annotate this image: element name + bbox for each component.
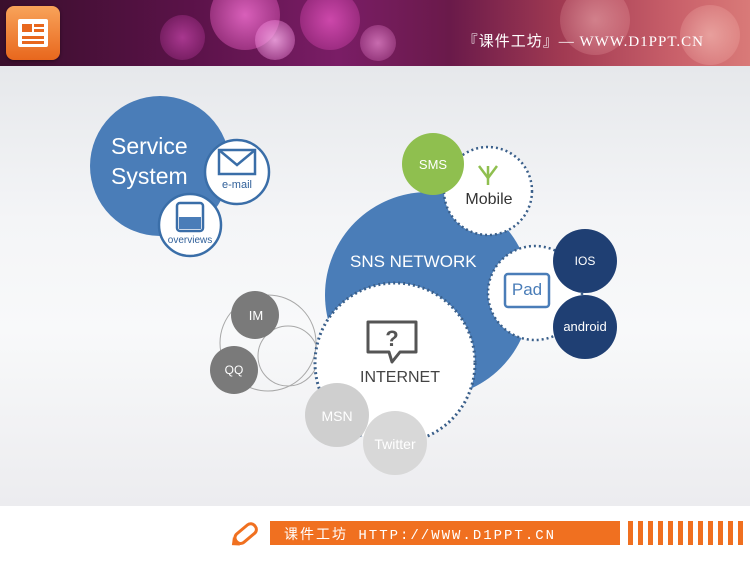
bokeh-light: [560, 0, 630, 55]
twitter-label: Twitter: [374, 436, 416, 452]
footer-stripe: [668, 521, 673, 545]
sns-network-label: SNS NETWORK: [350, 252, 477, 271]
pad-label: Pad: [511, 280, 543, 299]
footer-stripe: [658, 521, 663, 545]
header-title: 『课件工坊』— WWW.D1PPT.CN: [462, 34, 704, 50]
mobile-label: Mobile: [465, 191, 513, 208]
im-circle: [231, 291, 279, 339]
footer-stripe: [678, 521, 683, 545]
bokeh-light: [680, 5, 740, 65]
im-label: IM: [248, 308, 264, 323]
email-node: [203, 138, 271, 206]
question-bubble-icon: ?: [366, 320, 418, 364]
bokeh-light: [255, 20, 295, 60]
footer-stripe: [708, 521, 713, 545]
footer-stripe: [738, 521, 743, 545]
twitter-circle: [363, 411, 427, 475]
sms-circle: [402, 133, 464, 195]
msn-circle: [305, 383, 369, 447]
qq-circle: [210, 346, 258, 394]
footer-stripe: [728, 521, 733, 545]
service-system-title-line1: Service: [111, 133, 188, 159]
footer-stripe: [638, 521, 643, 545]
antenna-icon: [478, 165, 498, 185]
footer-stripe: [718, 521, 723, 545]
footer-stripe: [688, 521, 693, 545]
ios-label: IOS: [574, 254, 596, 268]
presentation-icon: [6, 6, 60, 60]
bokeh-light: [360, 25, 396, 61]
envelope-icon: [217, 148, 257, 176]
header-banner: 『课件工坊』— WWW.D1PPT.CN: [0, 0, 750, 66]
footer-bar: [270, 521, 620, 545]
email-label: e-mail: [222, 179, 252, 191]
document-icon: [175, 201, 205, 233]
android-label: android: [563, 319, 607, 334]
overviews-label: overviews: [167, 235, 213, 246]
bokeh-light: [300, 0, 360, 50]
service-system-title-line2: System: [111, 163, 188, 189]
android-circle: [553, 295, 617, 359]
footer-stripe: [698, 521, 703, 545]
internet-label: INTERNET: [360, 369, 440, 386]
ios-circle: [553, 229, 617, 293]
footer-stripe: [648, 521, 653, 545]
bokeh-light: [160, 15, 205, 60]
footer-text: 课件工坊 HTTP://WWW.D1PPT.CN: [284, 528, 557, 544]
qq-label: QQ: [224, 363, 244, 377]
pencil-icon: [231, 522, 258, 546]
svg-text:?: ?: [385, 326, 398, 351]
mobile-circle: [442, 145, 534, 237]
overviews-node: [157, 192, 223, 258]
msn-label: MSN: [321, 408, 353, 424]
footer-stripe: [628, 521, 633, 545]
sms-label: SMS: [418, 157, 448, 172]
tablet-icon: [503, 272, 551, 309]
